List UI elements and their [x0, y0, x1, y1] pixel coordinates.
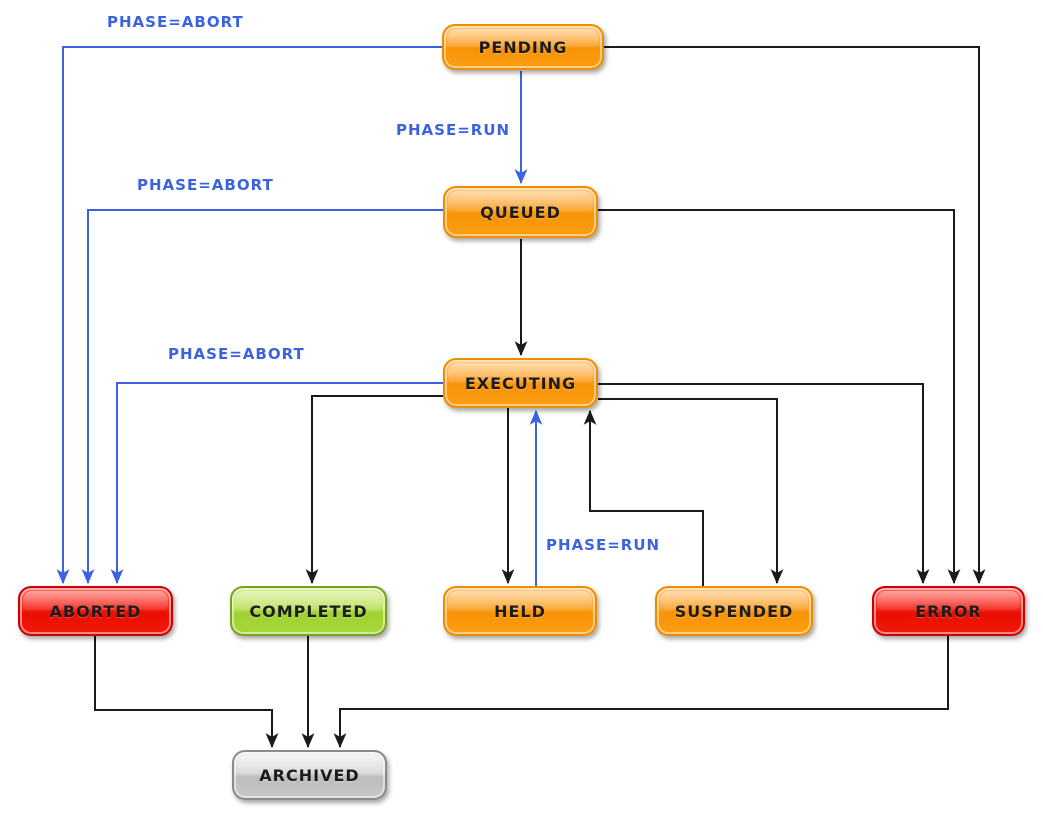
state-label-held: HELD: [494, 601, 546, 621]
transition-aborted-to-archived: [94, 636, 279, 749]
state-label-pending: PENDING: [478, 37, 568, 57]
state-label-queued: QUEUED: [480, 202, 561, 222]
state-node-held: HELD: [443, 586, 597, 636]
transition-queued-to-error: [598, 209, 961, 585]
state-label-executing: EXECUTING: [464, 373, 577, 393]
state-label-completed: COMPLETED: [249, 601, 368, 621]
transition-executing-to-error: [598, 383, 930, 585]
transition-executing-to-completed: [305, 395, 443, 585]
transition-label-held-to-executing: PHASE=RUN: [546, 536, 661, 554]
state-label-archived: ARCHIVED: [259, 765, 360, 785]
transition-pending-to-error: [604, 46, 986, 585]
state-node-error: ERROR: [872, 586, 1025, 636]
transition-label-pending-to-queued: PHASE=RUN: [396, 121, 511, 139]
state-node-archived: ARCHIVED: [232, 750, 387, 800]
state-node-aborted: ABORTED: [18, 586, 173, 636]
state-node-queued: QUEUED: [443, 186, 598, 238]
transition-executing-to-suspended: [598, 398, 784, 585]
transition-executing-to-aborted: [110, 382, 443, 585]
transition-queued-to-aborted: [81, 209, 443, 585]
state-label-suspended: SUSPENDED: [674, 601, 794, 621]
transition-label-queued-to-aborted: PHASE=ABORT: [137, 176, 274, 194]
state-node-completed: COMPLETED: [230, 586, 387, 636]
transition-label-executing-to-aborted: PHASE=ABORT: [168, 345, 305, 363]
state-label-error: ERROR: [915, 601, 982, 621]
state-label-aborted: ABORTED: [49, 601, 142, 621]
transition-suspended-to-executing: [583, 409, 704, 586]
transition-error-to-archived: [333, 636, 949, 749]
state-node-pending: PENDING: [442, 24, 604, 70]
transition-label-pending-to-aborted: PHASE=ABORT: [107, 13, 244, 31]
state-node-executing: EXECUTING: [443, 358, 598, 408]
state-node-suspended: SUSPENDED: [655, 586, 813, 636]
transition-pending-to-aborted: [56, 46, 442, 585]
